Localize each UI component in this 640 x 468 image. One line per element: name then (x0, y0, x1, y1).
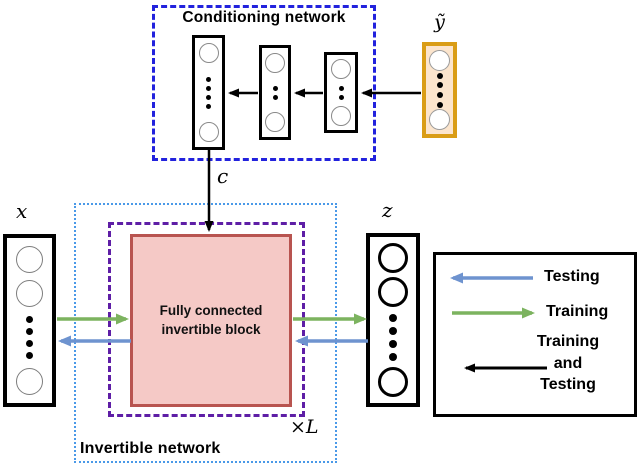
neuron-circle (331, 106, 351, 126)
legend-both-line2: and (553, 354, 583, 372)
ellipsis-dots (436, 71, 443, 109)
conditioning-network-title: Conditioning network (182, 9, 346, 26)
x-input-layer (3, 234, 56, 407)
invertible-network-box (74, 203, 337, 463)
neuron-circle (429, 50, 450, 71)
neuron-circle (16, 367, 43, 395)
y-tilde-input-box (422, 42, 457, 138)
ellipsis-dots (272, 84, 278, 102)
neuron-circle (265, 112, 285, 132)
fully-connected-invertible-block: Fully connected invertible block (130, 234, 292, 407)
ellipsis-dots (338, 84, 344, 102)
legend-both-label: Training and Testing (513, 331, 623, 396)
conditioning-layer-3 (324, 52, 358, 133)
neuron-circle (429, 109, 450, 131)
neuron-circle (198, 43, 219, 63)
neuron-circle (16, 246, 43, 273)
neuron-circle (198, 122, 219, 142)
legend-training-label: Training (546, 303, 609, 320)
c-label: c (217, 164, 229, 188)
conditioning-network-box (152, 5, 376, 161)
neuron-circle (16, 279, 43, 307)
repeat-L-label: ×L (290, 416, 319, 438)
conditioning-layer-1 (192, 35, 225, 150)
neuron-circle (265, 53, 285, 73)
invertible-network-title: Invertible network (80, 440, 221, 457)
neuron-circle (378, 367, 408, 397)
ellipsis-dots (26, 313, 33, 361)
ellipsis-dots (389, 311, 397, 363)
block-label-line2: invertible block (161, 321, 261, 337)
z-label: z (382, 198, 393, 222)
z-output-layer (366, 233, 420, 407)
legend-both-line1: Training (536, 333, 600, 350)
legend-testing-label: Testing (544, 268, 600, 285)
y-tilde-label: ỹ (434, 11, 445, 33)
x-label: x (16, 199, 28, 223)
neuron-circle (378, 277, 408, 307)
neuron-circle (378, 243, 408, 273)
legend-both-line3: Testing (540, 376, 596, 393)
neuron-circle (331, 59, 351, 79)
block-label-line1: Fully connected (159, 302, 263, 318)
conditioning-layer-2 (259, 45, 291, 140)
ellipsis-dots (206, 75, 211, 111)
